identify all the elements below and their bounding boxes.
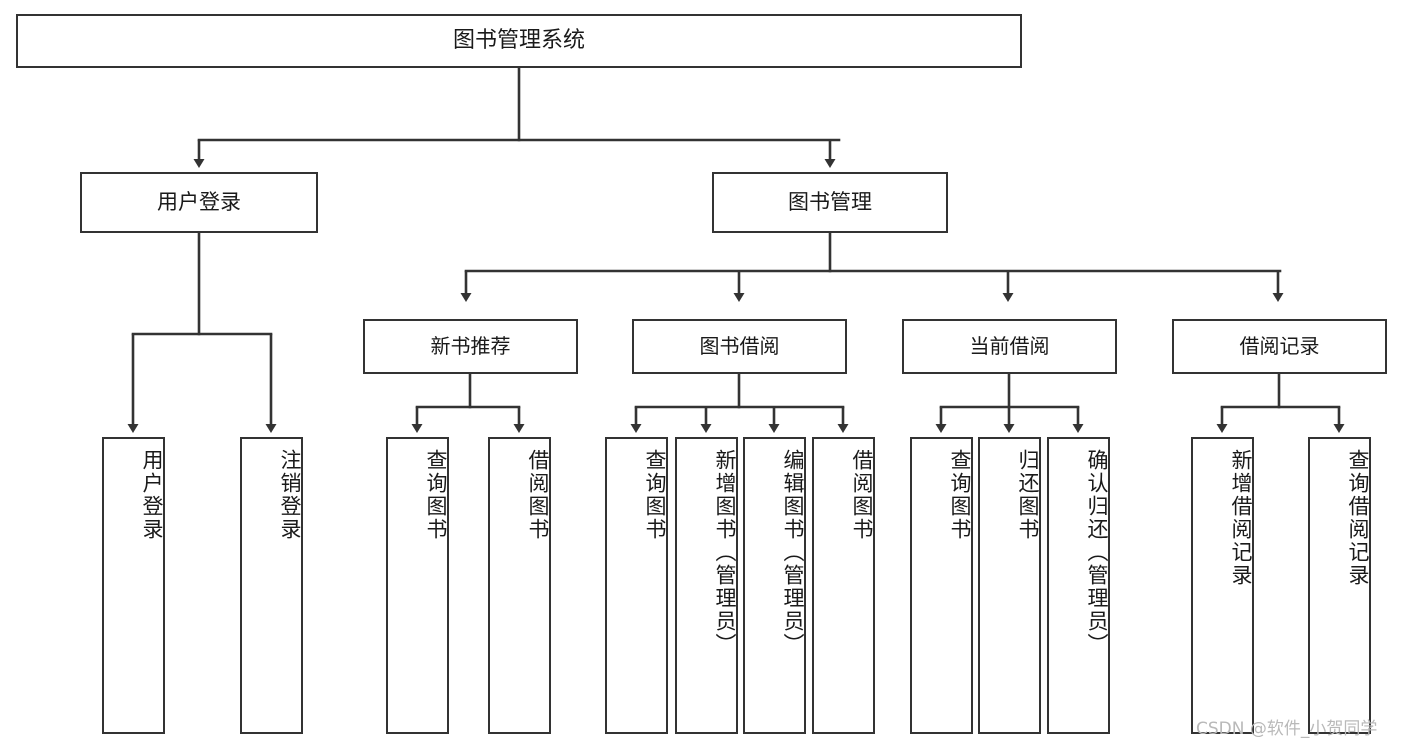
node-leaf-borrow-book-2[interactable]: 借阅图书 xyxy=(812,437,875,734)
node-leaf-query-book-3-label: 查询图书 xyxy=(948,449,972,541)
node-leaf-query-book-3[interactable]: 查询图书 xyxy=(910,437,973,734)
node-book-manage-label: 图书管理 xyxy=(788,190,872,215)
node-leaf-return-book-label: 归还图书 xyxy=(1016,449,1040,541)
node-leaf-borrow-book-2-label: 借阅图书 xyxy=(850,449,874,541)
node-root[interactable]: 图书管理系统 xyxy=(16,14,1022,68)
node-leaf-query-book-1[interactable]: 查询图书 xyxy=(386,437,449,734)
node-leaf-user-logout[interactable]: 注销登录 xyxy=(240,437,303,734)
node-leaf-query-book-1-label: 查询图书 xyxy=(424,449,448,541)
node-leaf-borrow-book-1[interactable]: 借阅图书 xyxy=(488,437,551,734)
node-leaf-return-book[interactable]: 归还图书 xyxy=(978,437,1041,734)
node-book-borrow[interactable]: 图书借阅 xyxy=(632,319,847,374)
node-leaf-borrow-book-1-label: 借阅图书 xyxy=(526,449,550,541)
node-leaf-query-record[interactable]: 查询借阅记录 xyxy=(1308,437,1371,734)
node-leaf-confirm-return[interactable]: 确认归还（管理员） xyxy=(1047,437,1110,734)
node-leaf-add-book[interactable]: 新增图书（管理员） xyxy=(675,437,738,734)
node-leaf-add-book-label: 新增图书（管理员） xyxy=(713,449,737,656)
node-leaf-edit-book[interactable]: 编辑图书（管理员） xyxy=(743,437,806,734)
node-current-borrow[interactable]: 当前借阅 xyxy=(902,319,1117,374)
node-leaf-user-login[interactable]: 用户登录 xyxy=(102,437,165,734)
node-leaf-query-book-2[interactable]: 查询图书 xyxy=(605,437,668,734)
node-leaf-confirm-return-label: 确认归还（管理员） xyxy=(1085,449,1109,656)
node-new-book-recommend-label: 新书推荐 xyxy=(430,333,511,358)
watermark: CSDN @软件_小贺同学 xyxy=(1196,719,1378,739)
node-leaf-add-record-label: 新增借阅记录 xyxy=(1229,449,1253,587)
node-leaf-query-book-2-label: 查询图书 xyxy=(643,449,667,541)
node-current-borrow-label: 当前借阅 xyxy=(969,333,1050,358)
node-leaf-edit-book-label: 编辑图书（管理员） xyxy=(781,449,805,656)
node-book-borrow-label: 图书借阅 xyxy=(699,333,780,358)
node-user-login-label: 用户登录 xyxy=(157,190,241,215)
node-borrow-record[interactable]: 借阅记录 xyxy=(1172,319,1387,374)
node-root-label: 图书管理系统 xyxy=(452,28,585,54)
node-new-book-recommend[interactable]: 新书推荐 xyxy=(363,319,578,374)
node-book-manage[interactable]: 图书管理 xyxy=(712,172,948,233)
node-borrow-record-label: 借阅记录 xyxy=(1239,333,1320,358)
node-leaf-add-record[interactable]: 新增借阅记录 xyxy=(1191,437,1254,734)
node-user-login[interactable]: 用户登录 xyxy=(80,172,318,233)
node-leaf-query-record-label: 查询借阅记录 xyxy=(1346,449,1370,587)
node-leaf-user-login-label: 用户登录 xyxy=(140,449,164,541)
node-leaf-user-logout-label: 注销登录 xyxy=(278,449,302,541)
